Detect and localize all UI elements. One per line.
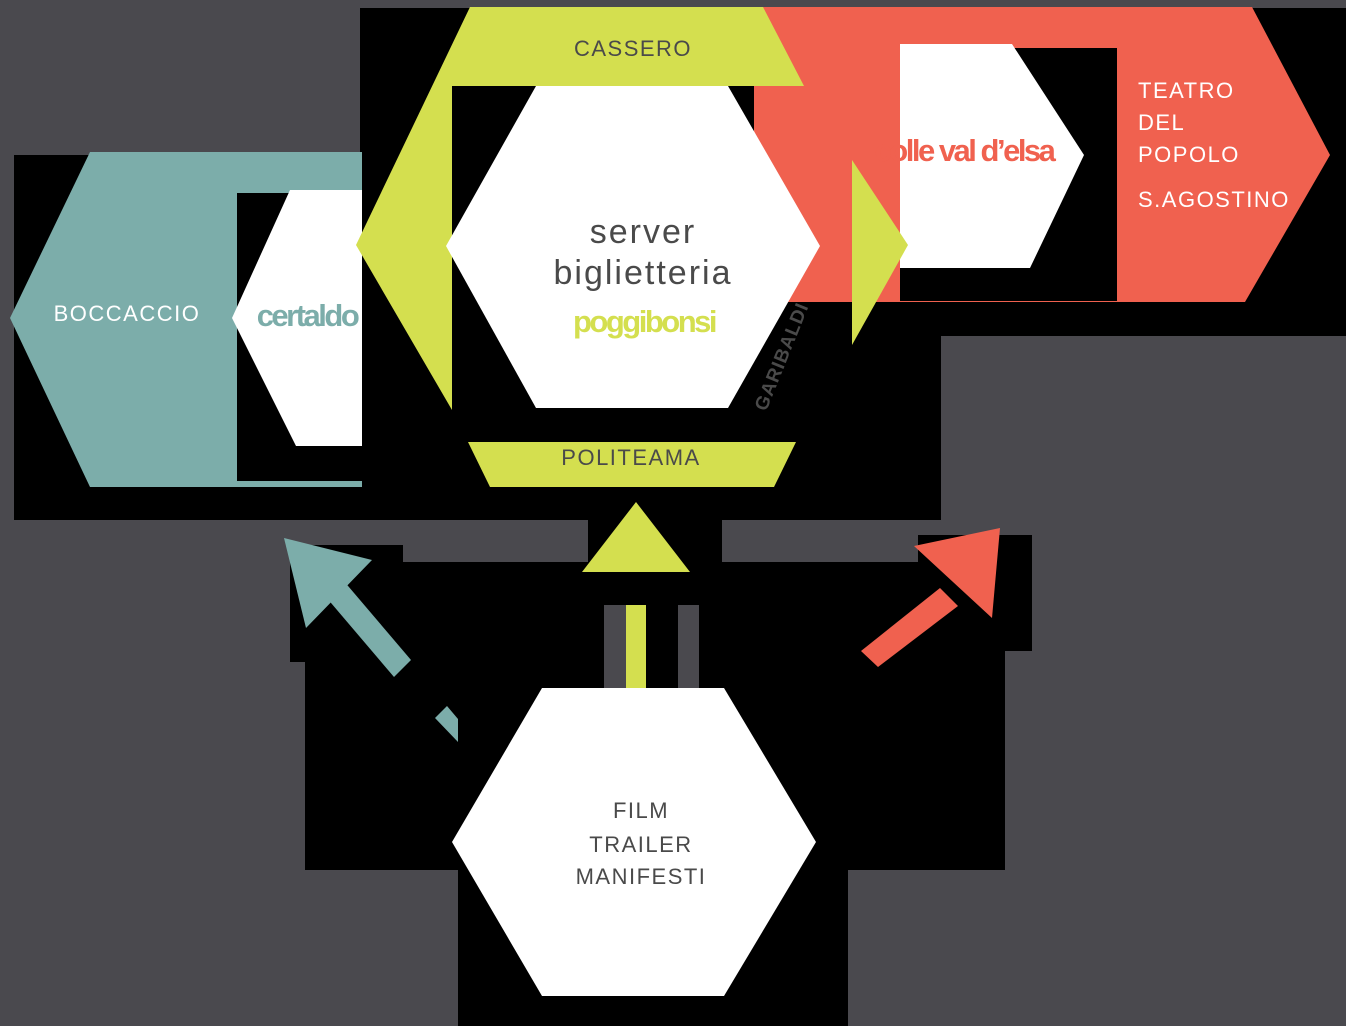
certaldo-node: BOCCACCIO certaldo [10, 152, 362, 487]
colle-label: colle val d’elsa [875, 133, 1057, 168]
server-label-line1: server [590, 213, 696, 251]
garibaldi-band [852, 160, 908, 345]
colle-node: colle val d’elsa TEATRO DEL POPOLO S.AGO… [754, 7, 1330, 302]
politeama-label: POLITEAMA [561, 445, 700, 470]
trailer-label: TRAILER [589, 832, 692, 857]
colle-white-hexagon [900, 44, 1084, 268]
server-white-hexagon [446, 86, 820, 408]
server-label-line2: biglietteria [554, 254, 733, 292]
boccaccio-label: BOCCACCIO [54, 301, 201, 326]
sagostino-label: S.AGOSTINO [1138, 187, 1290, 212]
coral-arrow-head [914, 528, 1000, 618]
manifesti-label: MANIFESTI [576, 864, 707, 889]
poggibonsi-node: CASSERO POLITEAMA GARIBALDI server bigli… [356, 7, 908, 487]
teal-arrow-stub [435, 706, 458, 742]
teal-arrow-shaft [320, 573, 411, 677]
film-label: FILM [613, 798, 669, 823]
lime-arrow-shaft [626, 605, 646, 690]
poggibonsi-label: poggibonsi [573, 304, 716, 339]
connectors [284, 502, 1000, 742]
source-white-hexagon [452, 688, 816, 996]
cassero-band [356, 7, 804, 410]
politeama-band [468, 442, 796, 487]
source-node: FILM TRAILER MANIFESTI [452, 688, 816, 996]
black-channel-divider [646, 605, 678, 690]
certaldo-white-hexagon [232, 190, 362, 446]
coral-arrow-shaft [861, 588, 958, 667]
del-label: DEL [1138, 110, 1185, 135]
lime-arrow-head [582, 502, 690, 572]
teatro-label: TEATRO [1138, 78, 1235, 103]
popolo-label: POPOLO [1138, 142, 1240, 167]
certaldo-label: certaldo [257, 298, 359, 333]
cassero-label: CASSERO [574, 36, 692, 61]
